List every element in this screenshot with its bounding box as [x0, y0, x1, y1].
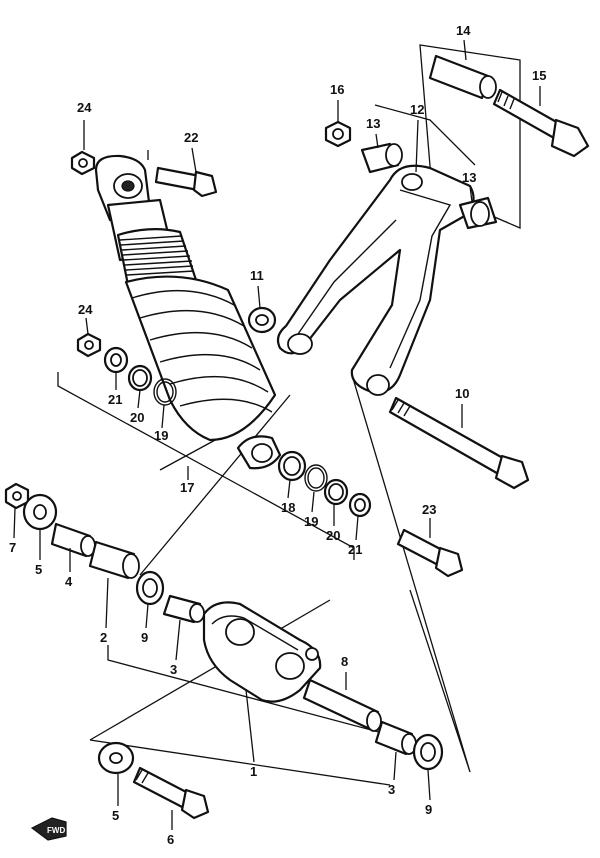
callout-16: 16: [330, 82, 344, 97]
rod-washer-lower[interactable]: [97, 741, 135, 775]
callout-labels: 24 22 16 14 15 13 12 13 11 24 21 20 19 1…: [9, 23, 546, 847]
callout-14: 14: [456, 23, 471, 38]
callout-2: 2: [100, 630, 107, 645]
rod-lower-spacer[interactable]: [302, 678, 382, 732]
callout-3-top: 3: [170, 662, 177, 677]
shock-collar[interactable]: [348, 492, 372, 518]
callout-21-right: 21: [348, 542, 362, 557]
callout-15: 15: [532, 68, 546, 83]
forward-marker: FWD: [30, 817, 67, 841]
callout-7: 7: [9, 540, 16, 555]
lever-nut[interactable]: [324, 120, 352, 148]
shock-circlip-left[interactable]: [153, 378, 177, 406]
callout-9-bottom: 9: [425, 802, 432, 817]
callout-6: 6: [167, 832, 174, 847]
rod-lower-bolt[interactable]: [132, 766, 210, 820]
shock-oil-seal-right[interactable]: [323, 478, 349, 506]
callout-13-right: 13: [462, 170, 476, 185]
callout-24-mid: 24: [78, 302, 93, 317]
callout-4: 4: [65, 574, 73, 589]
rod-washer-upper[interactable]: [22, 493, 58, 531]
callout-leaders: [13, 39, 541, 830]
rod-seal-lower[interactable]: [412, 733, 444, 771]
forward-label: FWD: [47, 826, 65, 835]
lever-bearing-left[interactable]: [360, 142, 403, 174]
callout-3-bottom: 3: [388, 782, 395, 797]
callout-12: 12: [410, 102, 424, 117]
shock-lower-washer[interactable]: [103, 346, 129, 374]
assembly-grouping-lines: [57, 44, 521, 786]
callout-5-top: 5: [35, 562, 42, 577]
callout-8-label: 8: [341, 654, 348, 669]
callout-19-right: 19: [304, 514, 318, 529]
shock-oil-seal-left[interactable]: [127, 364, 153, 392]
shock-upper-bolt[interactable]: [154, 166, 218, 198]
lever-lower-bolt[interactable]: [388, 396, 530, 490]
rod-bushing-upper[interactable]: [162, 594, 205, 624]
callout-13-left: 13: [366, 116, 380, 131]
rod-spacer[interactable]: [50, 522, 96, 558]
callout-19-left: 19: [154, 428, 168, 443]
callout-18: 18: [281, 500, 295, 515]
callout-5-bottom: 5: [112, 808, 119, 823]
shock-circlip-right[interactable]: [304, 464, 328, 492]
callout-10: 10: [455, 386, 469, 401]
callout-23: 23: [422, 502, 436, 517]
lever-sleeve[interactable]: [428, 54, 497, 100]
lever-bearing-right[interactable]: [458, 196, 498, 230]
callout-17: 17: [180, 480, 194, 495]
rod-upper-bolt[interactable]: [396, 528, 464, 578]
callout-24-top: 24: [77, 100, 92, 115]
lever-link-nut[interactable]: [247, 306, 277, 334]
forward-arrow-icon: [30, 817, 67, 841]
callout-22: 22: [184, 130, 198, 145]
cushion-lever[interactable]: [276, 164, 475, 396]
callout-1: 1: [250, 764, 257, 779]
shock-absorber[interactable]: [94, 154, 282, 470]
shock-lower-nut[interactable]: [76, 332, 102, 358]
rod-seal-upper[interactable]: [135, 570, 165, 606]
callout-20-right: 20: [326, 528, 340, 543]
callout-11: 11: [250, 268, 264, 283]
cushion-rod[interactable]: [202, 601, 322, 703]
callout-21-left: 21: [108, 392, 122, 407]
rod-bushing-lower[interactable]: [374, 720, 417, 756]
shock-upper-nut[interactable]: [70, 150, 96, 176]
callout-9-upper: 9: [141, 630, 148, 645]
rod-bearing[interactable]: [88, 540, 140, 580]
shock-lower-bearing[interactable]: [277, 450, 307, 482]
callout-20-left: 20: [130, 410, 144, 425]
rod-nut[interactable]: [4, 482, 30, 510]
lever-bolt[interactable]: [492, 88, 590, 158]
